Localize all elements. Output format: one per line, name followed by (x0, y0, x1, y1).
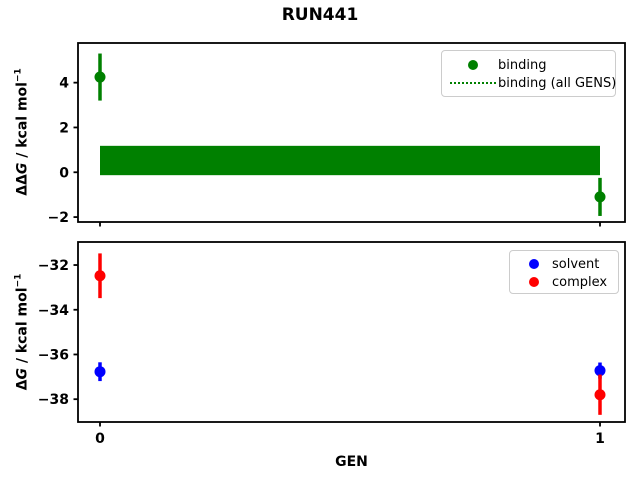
data-point-solvent-gen0 (94, 366, 106, 378)
y-tick-label-dg: −36 (38, 347, 69, 363)
y-tick-label-dg: −34 (38, 303, 69, 319)
data-point-solvent-gen1 (594, 365, 606, 377)
error-band-ddg (100, 145, 600, 176)
legend-handle (516, 277, 552, 287)
solvent-marker-icon (529, 259, 539, 269)
legend-solvent-complex: solvent complex (509, 250, 619, 294)
y-tick-label-dg: −38 (38, 392, 69, 408)
x-tick-label-dg: 1 (595, 431, 605, 447)
binding-marker-icon (468, 60, 478, 70)
ylabel-delta-prefix: ΔΔ (14, 174, 31, 196)
data-point-binding-gen0 (94, 71, 106, 83)
x-axis-label: GEN (335, 454, 368, 470)
legend-handle (448, 60, 498, 70)
data-point-binding-gen1 (594, 191, 606, 203)
figure-title: RUN441 (281, 5, 359, 25)
data-point-complex-gen0 (94, 270, 106, 282)
y-tick-label-ddg: 0 (59, 165, 69, 181)
ylabel-symbol: G (14, 368, 31, 380)
legend-item-binding-all-gens: binding (all GENS) (448, 74, 616, 92)
ylabel-exponent: −1 (13, 273, 24, 288)
ylabel-exponent: −1 (13, 68, 24, 83)
complex-marker-icon (529, 277, 539, 287)
legend-item-complex: complex (516, 273, 612, 291)
y-axis-label-ddg: ΔΔG / kcal mol−1 (14, 68, 31, 196)
ylabel-unit: / kcal mol (14, 82, 31, 163)
y-axis-label-dg: ΔG / kcal mol−1 (14, 274, 31, 391)
legend-label-complex: complex (552, 274, 608, 290)
dotted-line-icon (450, 82, 496, 84)
legend-item-solvent: solvent (516, 255, 612, 273)
y-tick-label-ddg: 4 (59, 76, 69, 92)
ylabel-delta-prefix: Δ (14, 379, 31, 391)
legend-item-binding: binding (448, 56, 609, 74)
legend-handle (448, 82, 498, 84)
y-tick-label-ddg: 2 (59, 120, 69, 136)
y-tick-label-ddg: −2 (48, 210, 69, 226)
legend-label-binding: binding (498, 57, 547, 73)
legend-handle (516, 259, 552, 269)
axes-frame-ddg (77, 42, 626, 223)
x-tick-label-dg: 0 (95, 431, 105, 447)
legend-label-solvent: solvent (552, 256, 600, 272)
y-tick-label-dg: −32 (38, 258, 69, 274)
axes-frame-dg (77, 241, 626, 423)
ylabel-symbol: G (14, 162, 31, 175)
data-point-complex-gen1 (594, 389, 606, 401)
legend-label-binding-all-gens: binding (all GENS) (498, 75, 617, 91)
ylabel-unit: / kcal mol (14, 287, 31, 369)
legend-binding: binding binding (all GENS) (441, 50, 616, 97)
